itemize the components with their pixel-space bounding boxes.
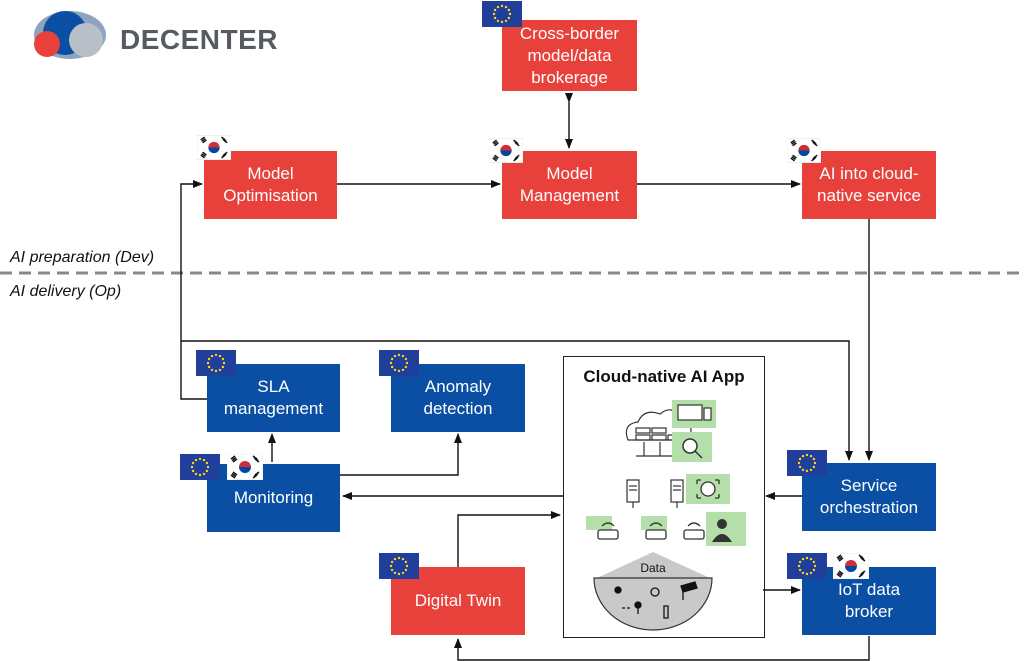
router-icon (683, 522, 705, 540)
box-label: SLA (257, 377, 290, 396)
face-recognition-icon (696, 479, 720, 499)
kr-flag-icon (227, 454, 263, 480)
server-icon (626, 479, 640, 508)
anomaly-detection-box: Anomaly detection (391, 364, 525, 432)
kr-flag-icon (833, 553, 869, 579)
kr-flag-icon (197, 135, 231, 160)
app-title: Cloud-native AI App (583, 367, 745, 386)
box-label: native service (817, 186, 921, 205)
router-icon (645, 522, 667, 540)
box-label: brokerage (531, 67, 608, 87)
data-label: Data (640, 561, 666, 575)
box-label: Anomaly (424, 377, 492, 396)
sensor-icons (614, 581, 698, 619)
model-management-box: Model Management (502, 151, 637, 219)
eu-flag-icon (180, 454, 220, 480)
box-label: Digital Twin (414, 591, 502, 610)
green-panel (586, 516, 612, 530)
logo-text: DECENTER (120, 24, 279, 55)
connectors (180, 93, 873, 661)
eu-flag-icon (196, 350, 236, 376)
arrow-sla-to-optim (180, 180, 207, 400)
lane-label-op: AI delivery (Op) (10, 283, 122, 300)
lane-label-dev: AI preparation (Dev) (10, 249, 155, 266)
box-label: IoT data (837, 580, 901, 599)
box-label: Management (519, 186, 620, 205)
box-label: Cross-border (519, 23, 620, 43)
decenter-logo (34, 11, 106, 59)
eu-flag-icon (379, 553, 419, 579)
arrow-iot-to-twin (454, 636, 870, 661)
data-triangle (597, 552, 710, 578)
cross-border-brokerage-box: Cross-border model/data brokerage (502, 20, 637, 91)
router-icon (597, 522, 619, 540)
line-feedback-to-orchestration (181, 340, 853, 461)
box-label: orchestration (819, 498, 919, 517)
arrow-twin-to-app (457, 511, 561, 567)
eu-flag-icon (787, 553, 827, 579)
kr-flag-icon (787, 138, 821, 163)
arrow-monitoring-to-anomaly (340, 433, 462, 476)
box-label: AI into cloud- (819, 164, 919, 183)
box-label: Monitoring (233, 488, 314, 507)
app-illustration: Data (586, 400, 746, 631)
service-orchestration-box: Service orchestration (802, 463, 936, 531)
box-label: model/data (527, 45, 612, 65)
server-icon (670, 479, 684, 508)
model-optimisation-box: Model Optimisation (204, 151, 337, 219)
box-label: broker (844, 602, 894, 621)
box-label: management (223, 399, 324, 418)
eu-flag-icon (379, 350, 419, 376)
box-label: detection (423, 399, 493, 418)
ai-cloud-native-service-box: AI into cloud- native service (802, 151, 936, 219)
person-icon (712, 519, 732, 542)
box-label: Model (247, 164, 294, 183)
box-label: Optimisation (223, 186, 318, 205)
kr-flag-icon (489, 138, 523, 163)
monitor-phone-icon (677, 404, 712, 421)
search-chart-icon (682, 438, 703, 459)
eu-flag-icon (787, 450, 827, 476)
box-label: Service (840, 476, 898, 495)
box-label: Model (546, 164, 593, 183)
eu-flag-icon (482, 1, 522, 27)
